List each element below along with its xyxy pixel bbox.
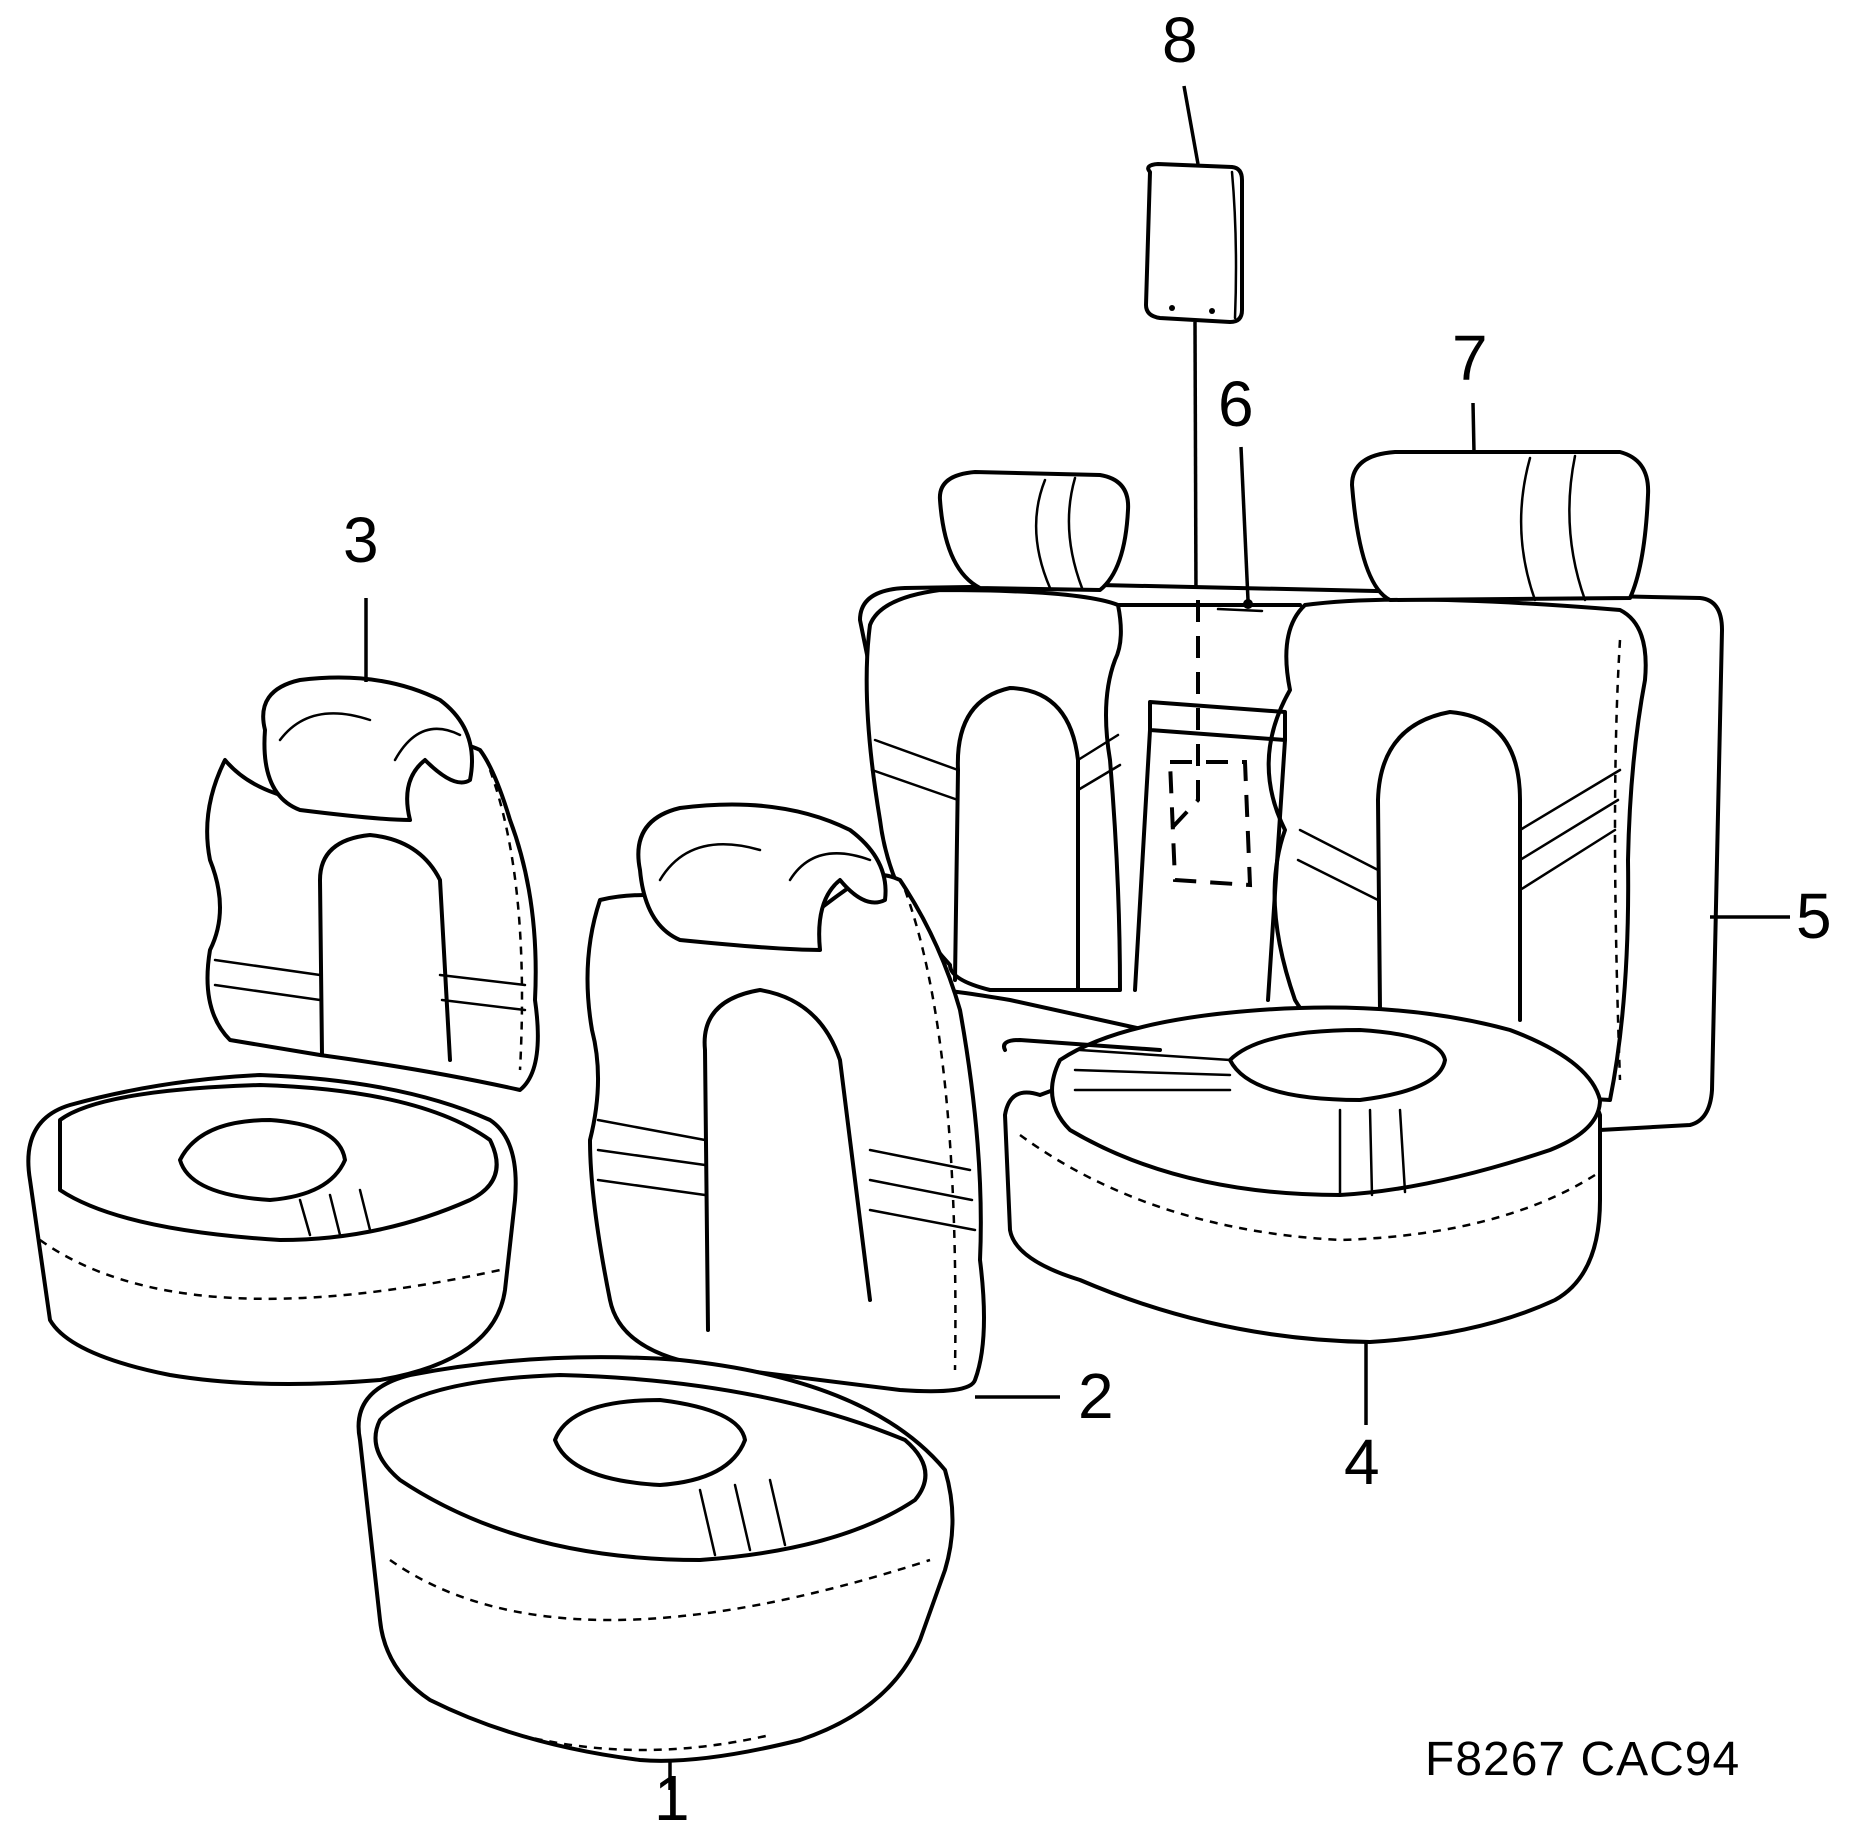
part-8-cover <box>1144 162 1244 324</box>
callout-4: 4 <box>1344 1426 1380 1498</box>
leader-6 <box>1239 446 1250 601</box>
callout-7: 7 <box>1452 322 1488 394</box>
part-1-front-right-cushion <box>356 1355 955 1763</box>
callout-2: 2 <box>1078 1360 1114 1432</box>
part-5-rear-backrest <box>858 583 1724 1132</box>
callout-6: 6 <box>1218 368 1254 440</box>
part-2-front-right-backrest <box>585 802 986 1394</box>
part-3-front-left-seat <box>26 675 540 1386</box>
callout-1: 1 <box>654 1762 690 1834</box>
part-4-rear-cushion <box>1002 1005 1602 1344</box>
callout-5: 5 <box>1796 880 1832 952</box>
callout-8: 8 <box>1162 4 1198 76</box>
leader-8 <box>1182 85 1200 165</box>
drawing-code: F8267 CAC94 <box>1425 1733 1741 1786</box>
part-7-rear-headrest <box>937 450 1651 602</box>
leader-7 <box>1471 402 1476 453</box>
callout-3: 3 <box>343 504 379 576</box>
